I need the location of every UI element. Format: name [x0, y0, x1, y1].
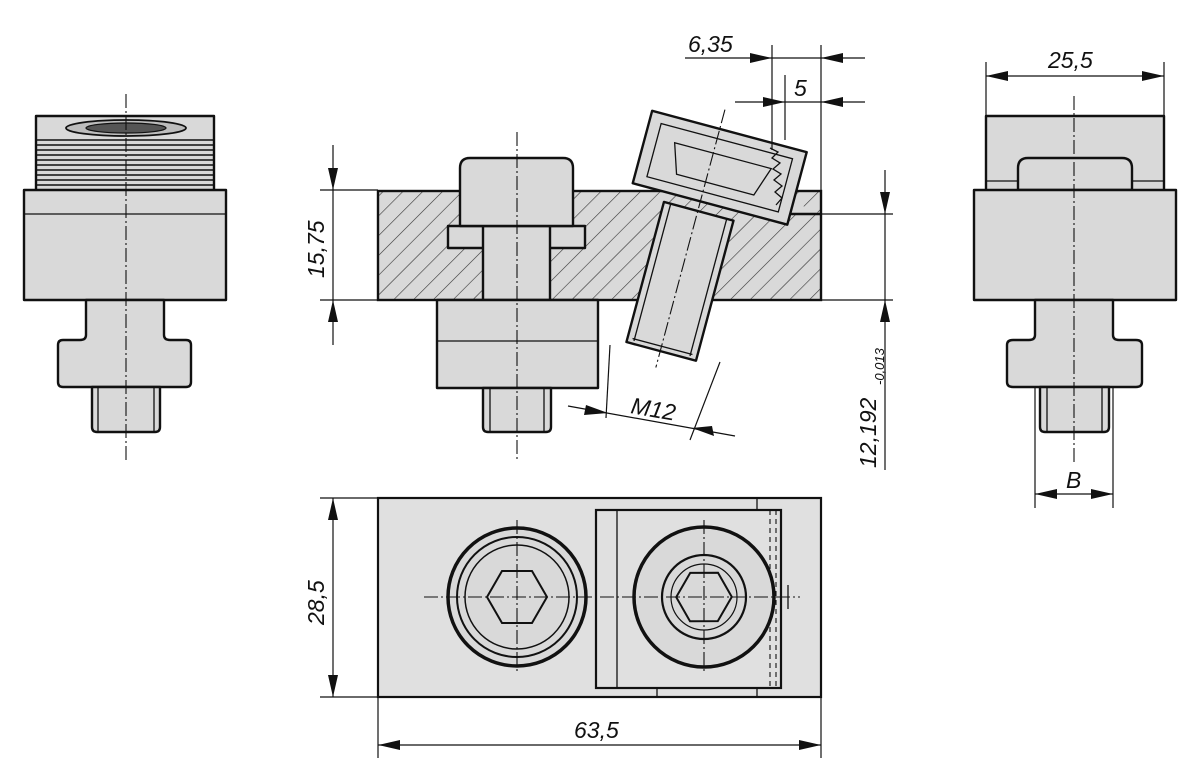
- centerline-tilted: [655, 109, 726, 368]
- dimension-label-63-5: 63,5: [574, 717, 619, 743]
- t-slot-key: [56, 298, 193, 389]
- dimension-label-15-75: 15,75: [303, 220, 329, 278]
- dimension-label-12-192: 12,192: [855, 397, 881, 468]
- tilted-jaw-head: [631, 109, 808, 226]
- tilted-jaw-assembly: [625, 109, 808, 368]
- left-screw-head: [458, 156, 575, 228]
- dimension-tolerance: -0,013: [872, 347, 887, 385]
- dimension-key-width: B: [1034, 387, 1114, 508]
- dimension-plan-width: 28,5: [303, 497, 378, 698]
- dimension-height-left: 15,75: [303, 145, 378, 345]
- plan-view: 28,5 63,5: [303, 496, 823, 758]
- left-side-view: [22, 94, 228, 462]
- dimension-label-m12: M12: [629, 392, 678, 425]
- dimension-plan-length: 63,5: [377, 697, 822, 758]
- dimension-label-25-5: 25,5: [1047, 47, 1093, 73]
- right-side-view: 25,5 B: [972, 47, 1178, 508]
- dimension-label-28-5: 28,5: [303, 580, 329, 626]
- dimension-label-b: B: [1066, 467, 1081, 493]
- threaded-stud-front: [481, 386, 553, 434]
- tilted-screw-shank: [625, 200, 735, 362]
- dimension-depth-right: 25,5: [985, 47, 1165, 116]
- screw-head-right: [1016, 156, 1134, 192]
- front-section-view: 15,75 6,35 5 12,192 -0,013: [303, 31, 893, 470]
- dimension-label-6-35: 6,35: [688, 31, 733, 57]
- dimension-slot-height: 12,192 -0,013: [821, 170, 893, 470]
- dimension-label-5: 5: [794, 75, 807, 101]
- base-block-right: [972, 188, 1178, 302]
- base-block-side: [22, 188, 228, 302]
- dimension-top-widths: 6,35 5: [685, 31, 865, 214]
